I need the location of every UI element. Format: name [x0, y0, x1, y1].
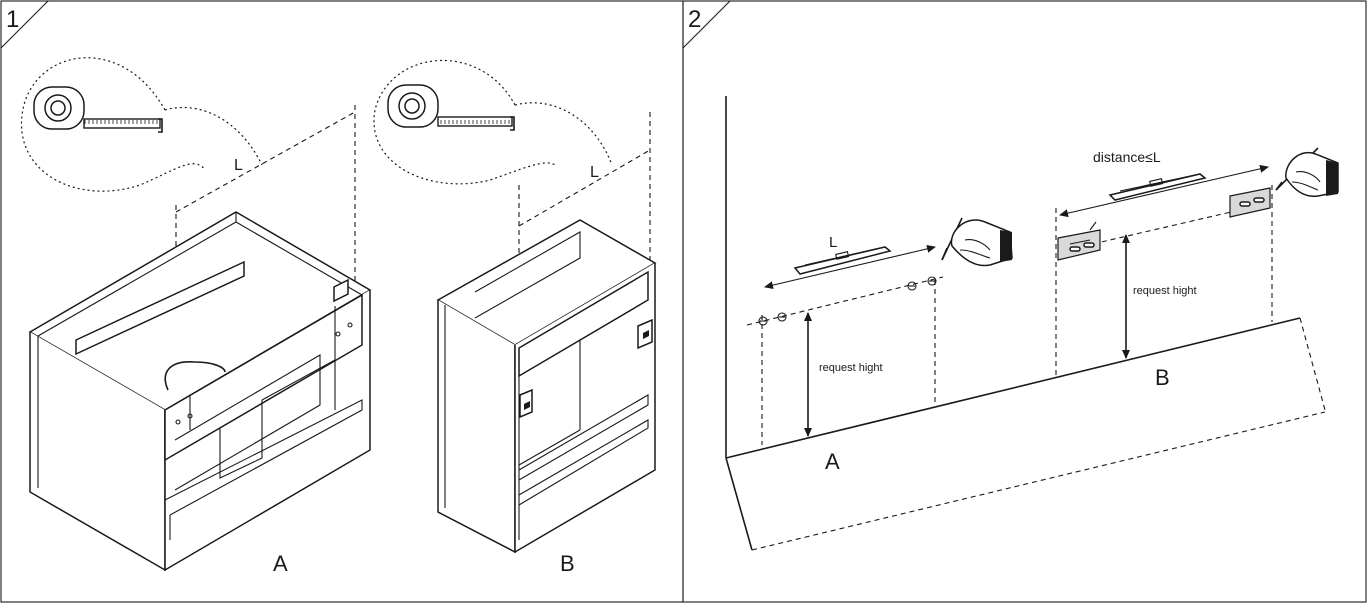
pencil-hand-icon-b — [1275, 147, 1339, 198]
wall-bracket-icon-right — [1229, 187, 1271, 218]
tape-length-label-a: L — [234, 157, 243, 174]
request-height-label-a: request hight — [819, 362, 883, 374]
step-2-number: 2 — [688, 6, 701, 33]
wall-b-label: B — [1155, 365, 1170, 390]
tape-measure-icon-b — [387, 84, 515, 131]
distance-arrow — [1059, 164, 1269, 218]
drill-mark-icon — [758, 276, 937, 326]
wall-section-b: distance≤L request hight B — [1055, 147, 1339, 390]
tape-measure-callout-b: L — [373, 60, 613, 185]
pencil-hand-icon — [941, 217, 1013, 267]
double-arrow-icon — [764, 244, 936, 290]
cabinet-a: A — [28, 105, 372, 576]
request-height-label-b: request hight — [1133, 285, 1197, 297]
distance-label: distance≤L — [1093, 149, 1161, 165]
wall-a-label: A — [825, 449, 840, 474]
spirit-level-icon-b — [1108, 173, 1207, 201]
wall-section-a: L request hight A — [746, 217, 1013, 474]
spirit-level-icon — [793, 246, 892, 275]
tape-measure-icon — [33, 86, 163, 133]
panel-2-frame: 2 — [682, 0, 1367, 603]
cabinet-b: B — [436, 112, 657, 576]
step-1-number: 1 — [6, 6, 19, 33]
cabinet-b-label: B — [560, 551, 575, 576]
wall-bracket-icon — [1057, 221, 1101, 261]
tape-measure-callout-a: L — [20, 57, 263, 192]
tape-length-label-b: L — [590, 164, 599, 181]
wall — [725, 96, 1326, 551]
cabinet-a-label: A — [273, 551, 288, 576]
level-length-label: L — [829, 234, 837, 251]
